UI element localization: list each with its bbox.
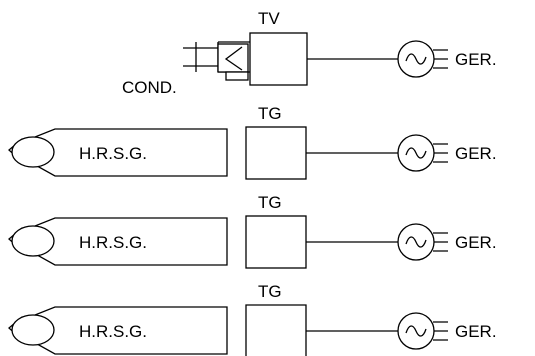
gas-turbine-row-1: H.R.S.G. TG GER.: [8, 104, 497, 180]
steam-generator-symbol: [397, 40, 448, 78]
generator-symbol: [397, 134, 448, 172]
steam-turbine-row: TV COND. GER.: [122, 9, 497, 97]
hrsg-label: H.R.S.G.: [79, 144, 147, 163]
hrsg-label: H.R.S.G.: [79, 322, 147, 341]
gas-turbine-label: TG: [258, 282, 282, 301]
hrsg-2: H.R.S.G.: [8, 217, 228, 266]
condenser-symbol: [183, 41, 250, 81]
gas-turbine-box: [245, 215, 307, 269]
gas-turbine-label: TG: [258, 104, 282, 123]
hrsg-label: H.R.S.G.: [79, 233, 147, 252]
gas-turbine-box: [245, 126, 307, 180]
hrsg-1: H.R.S.G.: [8, 128, 228, 177]
condenser-label: COND.: [122, 78, 177, 97]
generator-symbol: [397, 223, 448, 261]
generator-symbol: [397, 312, 448, 350]
gas-turbine-row-3: H.R.S.G. TG GER.: [8, 282, 497, 356]
hrsg-3: H.R.S.G.: [8, 306, 228, 355]
gas-turbine-box: [245, 304, 307, 356]
generator-label: GER.: [455, 322, 497, 341]
gas-turbine-row-2: H.R.S.G. TG GER.: [8, 193, 497, 269]
generator-label: GER.: [455, 233, 497, 252]
steam-generator-label: GER.: [455, 50, 497, 69]
gas-turbine-label: TG: [258, 193, 282, 212]
generator-label: GER.: [455, 144, 497, 163]
steam-turbine-label: TV: [258, 9, 280, 28]
steam-turbine-box: [249, 32, 308, 86]
